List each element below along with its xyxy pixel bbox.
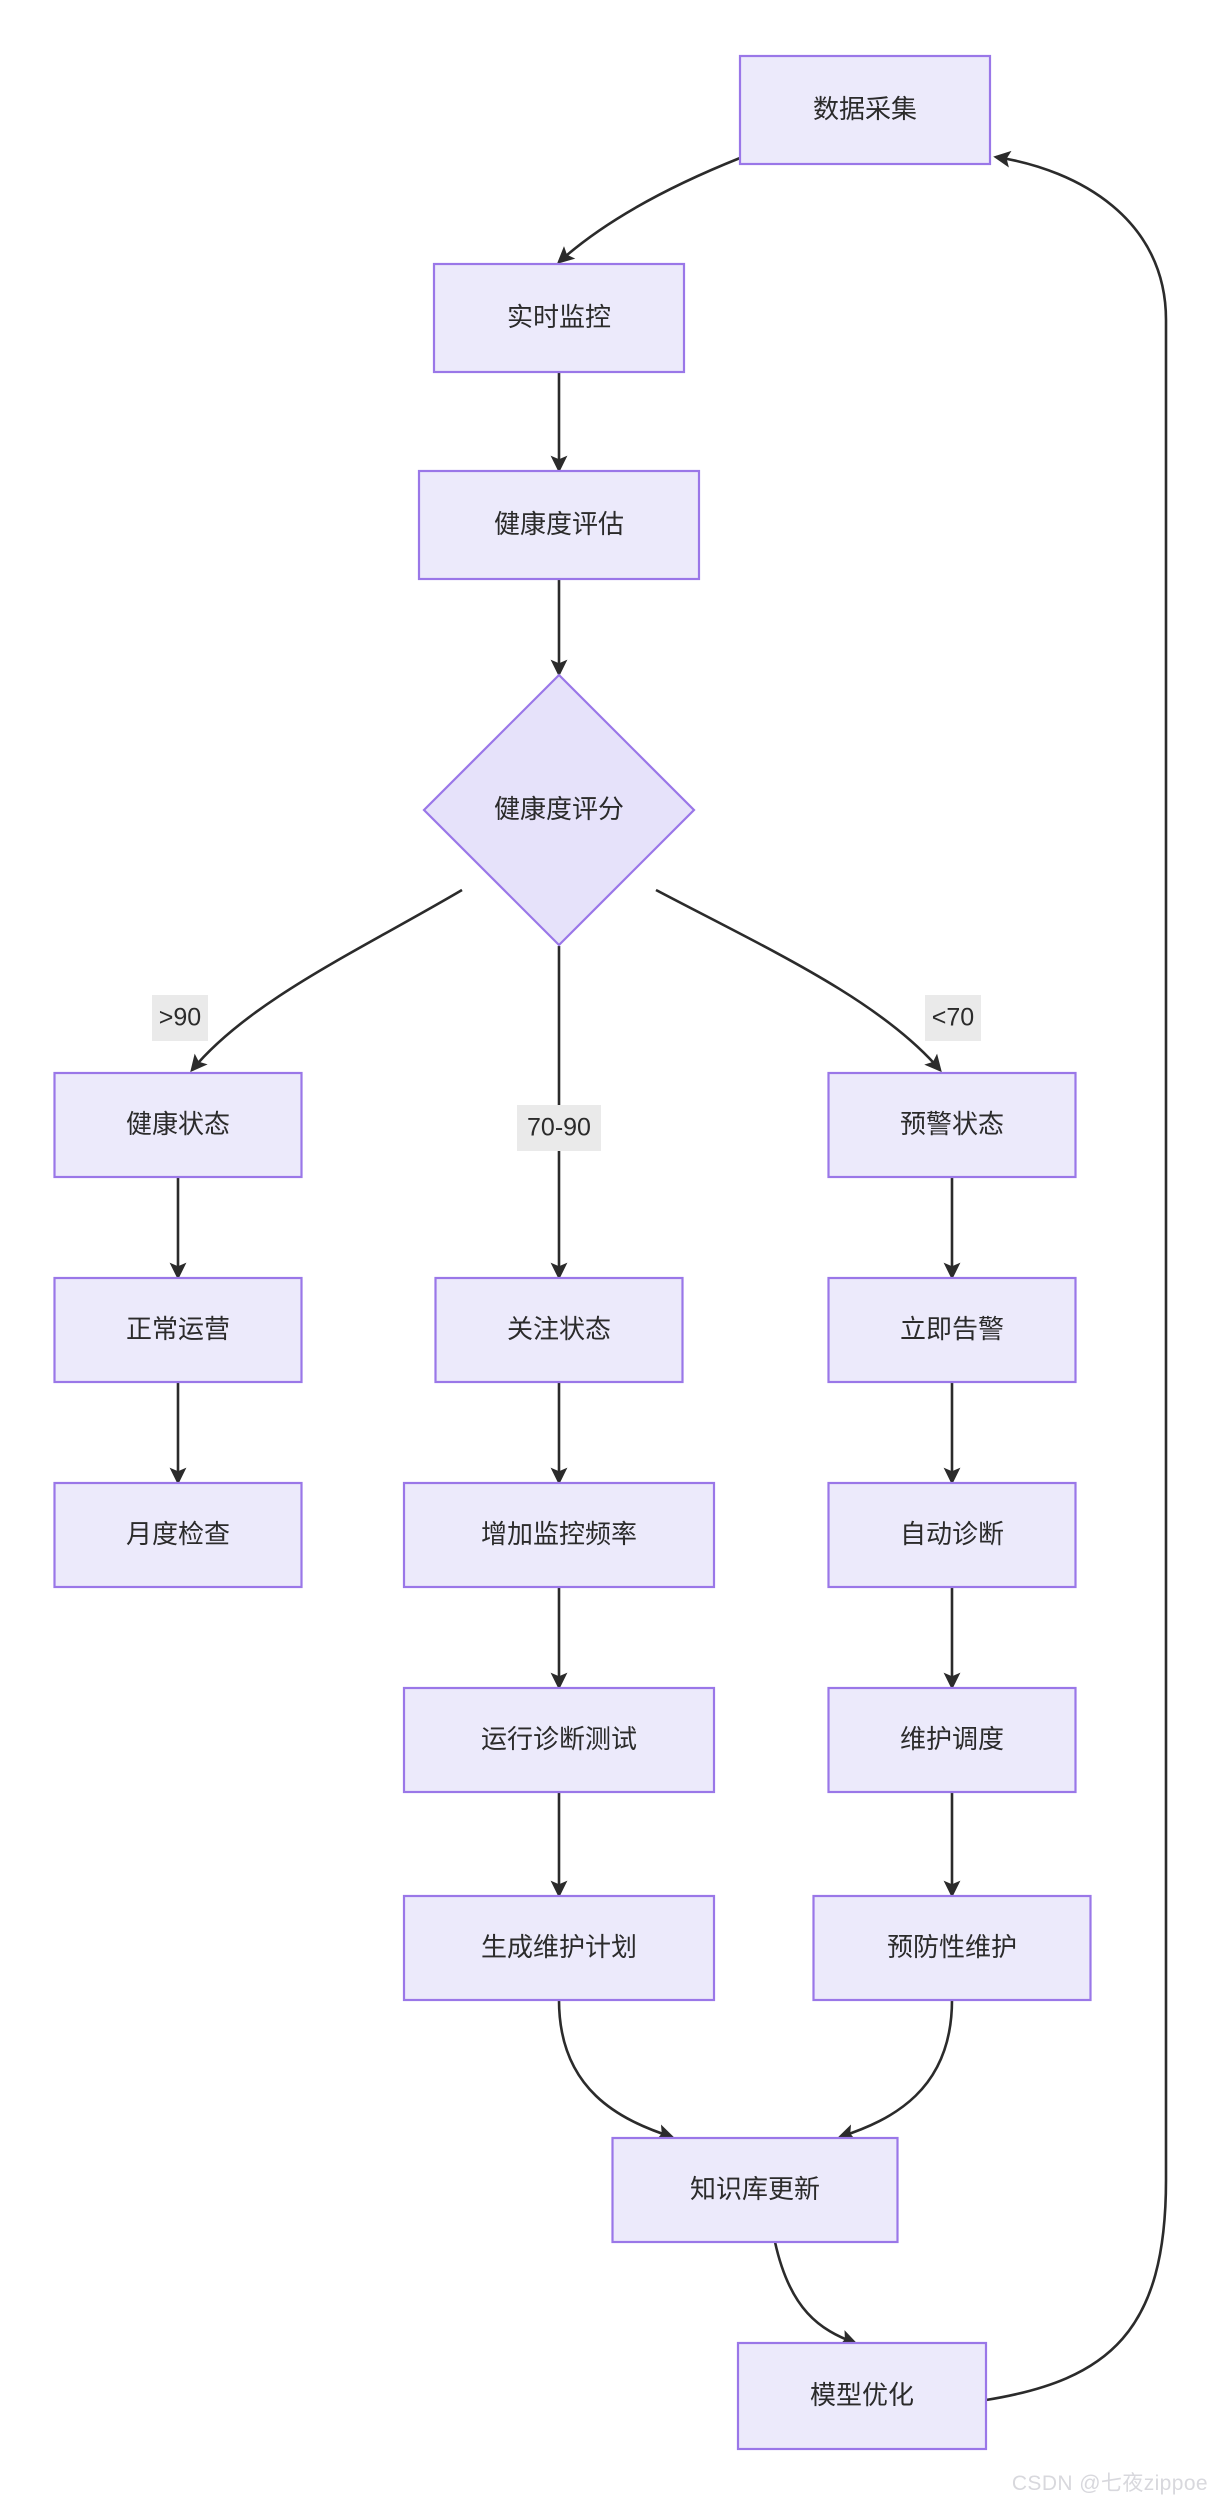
node-shape-rect	[736, 2341, 988, 2451]
node-label: 增加监控频率	[481, 1519, 637, 1549]
node-shape-rect	[611, 2136, 899, 2244]
edge-label-70-90: 70-90	[517, 1105, 601, 1151]
edge-label-text: >90	[159, 1004, 201, 1032]
node-shape-rect	[434, 1276, 684, 1384]
node-n7[interactable]: 月度检查	[53, 1481, 303, 1589]
edge-n17-to-n18	[773, 2241, 858, 2346]
node-label: 健康状态	[126, 1109, 230, 1139]
edge-n16-to-n17	[837, 1999, 954, 2141]
node-shape-rect	[53, 1276, 303, 1384]
node-shape-rect	[53, 1481, 303, 1589]
node-shape-rect	[812, 1894, 1092, 2002]
node-n9[interactable]: 增加监控频率	[402, 1481, 716, 1589]
edge-label-70: <70	[925, 995, 981, 1041]
node-label: 月度检查	[126, 1519, 230, 1549]
node-shape-diamond	[422, 673, 696, 947]
edge-label-chip	[925, 995, 981, 1041]
node-n6[interactable]: 正常运营	[53, 1276, 303, 1384]
edge-n4-to-n12	[655, 888, 942, 1073]
node-shape-rect	[827, 1071, 1077, 1179]
node-n16[interactable]: 预防性维护	[812, 1894, 1092, 2002]
node-n5[interactable]: 健康状态	[53, 1071, 303, 1179]
node-shape-rect	[402, 1686, 716, 1794]
edge-n11-to-n17	[557, 1999, 675, 2141]
node-label: 数据采集	[813, 94, 917, 124]
node-label: 正常运营	[126, 1314, 230, 1344]
node-n15[interactable]: 维护调度	[827, 1686, 1077, 1794]
node-label: 知识库更新	[690, 2174, 820, 2204]
node-n13[interactable]: 立即告警	[827, 1276, 1077, 1384]
edge-label-text: 70-90	[527, 1114, 591, 1142]
node-n1[interactable]: 数据采集	[738, 54, 992, 166]
node-n3[interactable]: 健康度评估	[417, 469, 701, 581]
edge-label-chip	[517, 1105, 601, 1151]
node-label: 预警状态	[900, 1109, 1004, 1139]
node-label: 自动诊断	[900, 1519, 1004, 1549]
edge-labels-layer: >90 70-90 <70	[152, 995, 981, 1151]
node-shape-rect	[402, 1481, 716, 1589]
node-shape-rect	[827, 1686, 1077, 1794]
node-label: 关注状态	[507, 1314, 611, 1344]
node-n8[interactable]: 关注状态	[434, 1276, 684, 1384]
edge-n4-to-n5	[190, 888, 463, 1073]
node-label: 立即告警	[900, 1314, 1004, 1344]
edge-label-chip	[152, 995, 208, 1041]
node-shape-rect	[402, 1894, 716, 2002]
node-shape-rect	[417, 469, 701, 581]
node-n14[interactable]: 自动诊断	[827, 1481, 1077, 1589]
node-label: 实时监控	[507, 302, 611, 332]
node-label: 模型优化	[810, 2380, 914, 2410]
edge-n18-to-n1	[985, 150, 1168, 2402]
node-n17[interactable]: 知识库更新	[611, 2136, 899, 2244]
node-shape-rect	[738, 54, 992, 166]
node-shape-rect	[827, 1276, 1077, 1384]
node-label: 预防性维护	[887, 1932, 1017, 1962]
node-shape-rect	[432, 262, 686, 374]
node-shape-rect	[53, 1071, 303, 1179]
node-label: 运行诊断测试	[481, 1724, 637, 1754]
node-n10[interactable]: 运行诊断测试	[402, 1686, 716, 1794]
edge-label-90: >90	[152, 995, 208, 1041]
edges-layer	[169, 150, 1168, 2402]
node-n4[interactable]: 健康度评分	[422, 673, 696, 947]
node-label: 生成维护计划	[481, 1932, 637, 1962]
edge-n1-to-n2	[556, 156, 741, 264]
node-label: 健康度评分	[494, 794, 624, 824]
node-label: 健康度评估	[494, 509, 624, 539]
node-n12[interactable]: 预警状态	[827, 1071, 1077, 1179]
watermark: CSDN @七夜zippoe	[1011, 2472, 1208, 2495]
edge-label-text: <70	[932, 1004, 974, 1032]
node-label: 维护调度	[900, 1724, 1004, 1754]
node-n11[interactable]: 生成维护计划	[402, 1894, 716, 2002]
node-shape-rect	[827, 1481, 1077, 1589]
node-n18[interactable]: 模型优化	[736, 2341, 988, 2451]
node-n2[interactable]: 实时监控	[432, 262, 686, 374]
